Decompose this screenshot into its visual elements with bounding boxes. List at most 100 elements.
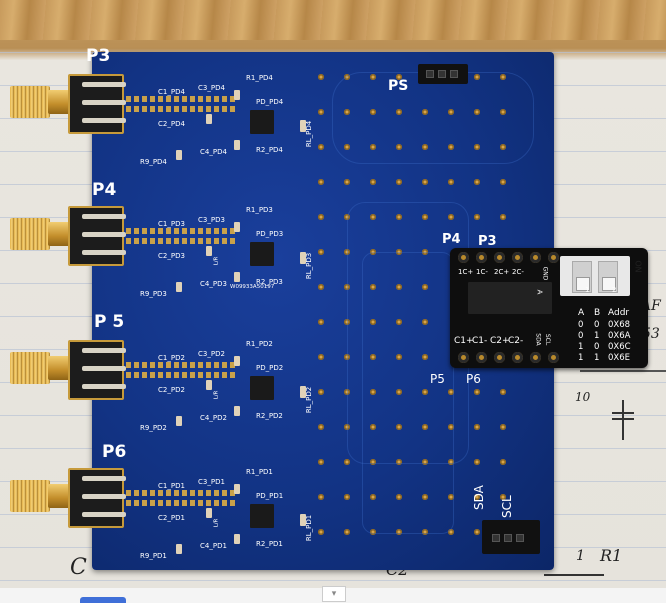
paper-note: R1 <box>600 546 623 565</box>
silkscreen-c1-label: C1_PD1 <box>158 482 185 490</box>
header-p3-label: P3 <box>478 234 497 249</box>
silkscreen-r1-label: R1_PD3 <box>246 206 273 214</box>
addr-table-cell: 0X6E <box>608 353 631 363</box>
silkscreen-r9-label: R9_PD1 <box>140 552 167 560</box>
addr-table-header: Addr <box>608 308 630 318</box>
smd-component <box>234 406 240 416</box>
smd-component <box>176 150 182 160</box>
silkscreen-rl-label: RL_PD3 <box>305 252 314 280</box>
adc-breakout-module <box>450 248 648 368</box>
silkscreen-rl-label: RL_PD1 <box>305 514 314 542</box>
silkscreen-r2-label: R2_PD1 <box>256 540 283 548</box>
via-hole <box>370 284 376 290</box>
port-label-p4: P4 <box>92 180 117 200</box>
via-hole <box>344 319 350 325</box>
addr-table-header: A <box>578 308 585 318</box>
via-hole <box>396 144 402 150</box>
via-hole <box>500 179 506 185</box>
dip-on-label: ON <box>633 260 643 273</box>
addr-table-cell: 0X6A <box>608 331 631 341</box>
via-hole <box>396 529 402 535</box>
sma-connector[interactable] <box>6 202 126 272</box>
via-hole <box>500 74 506 80</box>
via-hole <box>344 459 350 465</box>
via-hole <box>500 389 506 395</box>
sma-connector[interactable] <box>6 464 126 534</box>
module-side-label: GND <box>541 266 549 281</box>
paper-sketch <box>544 574 604 576</box>
scl-label: SCL <box>500 495 514 518</box>
addr-table-cell: 0 <box>594 342 600 352</box>
module-bottom-pin: C2+ <box>490 336 510 346</box>
trace <box>362 252 454 534</box>
silkscreen-c1-label: C1_PD3 <box>158 220 185 228</box>
pad-row <box>126 490 236 496</box>
addr-table-header: B <box>594 308 601 318</box>
module-top-pin: 2C+ <box>494 268 510 276</box>
via-hole <box>318 249 324 255</box>
via-hole <box>370 319 376 325</box>
via-hole <box>474 529 480 535</box>
addr-table-cell: 1 <box>594 353 600 363</box>
via-hole <box>344 284 350 290</box>
via-hole <box>474 144 480 150</box>
addr-table-cell: 0 <box>578 331 584 341</box>
via-hole <box>344 494 350 500</box>
via-hole <box>370 354 376 360</box>
header-p4-label: P4 <box>442 232 461 247</box>
dip-number: 2 <box>612 286 617 294</box>
via-hole <box>422 459 428 465</box>
via-hole <box>500 109 506 115</box>
wood-table <box>0 0 666 40</box>
via-hole <box>318 494 324 500</box>
dip-switch[interactable] <box>560 256 630 296</box>
smd-component <box>234 356 240 366</box>
via-hole <box>422 179 428 185</box>
silkscreen-r1-label: R1_PD1 <box>246 468 273 476</box>
silkscreen-c2-label: C2_PD4 <box>158 120 185 128</box>
sma-connector[interactable] <box>6 336 126 406</box>
smd-component <box>176 416 182 426</box>
addr-table-cell: 0 <box>578 320 584 330</box>
smd-component <box>176 282 182 292</box>
photodiode-amp-chip <box>250 110 274 134</box>
via-hole <box>370 109 376 115</box>
module-side-label: A <box>535 289 544 295</box>
smd-component <box>234 534 240 544</box>
p6-label: P6 <box>466 372 481 386</box>
via-hole <box>344 389 350 395</box>
dip-switch-1[interactable] <box>572 261 592 293</box>
via-hole <box>474 459 480 465</box>
via-hole <box>422 284 428 290</box>
silkscreen-c3-label: C3_PD1 <box>198 478 225 486</box>
chevron-down-icon[interactable]: ▾ <box>322 586 346 602</box>
via-hole <box>318 354 324 360</box>
smd-component <box>300 252 306 264</box>
smd-component <box>234 140 240 150</box>
silkscreen-c4-label: C4_PD2 <box>200 414 227 422</box>
via-hole <box>370 389 376 395</box>
silkscreen-r1-label: R1_PD2 <box>246 340 273 348</box>
module-right-label: SCL <box>544 333 552 346</box>
silkscreen-c3-label: C3_PD4 <box>198 84 225 92</box>
via-hole <box>370 144 376 150</box>
silkscreen-c2-label: C2_PD1 <box>158 514 185 522</box>
pad-row <box>126 96 236 102</box>
i2c-header <box>482 520 540 554</box>
paper-sketch <box>612 418 634 420</box>
via-hole <box>500 144 506 150</box>
ps-header <box>418 64 468 84</box>
dip-switch-2[interactable] <box>598 261 618 293</box>
trace <box>332 72 534 164</box>
silkscreen-r9-label: R9_PD4 <box>140 158 167 166</box>
smd-component <box>234 222 240 232</box>
silkscreen-pd-label: PD_PD1 <box>256 492 284 500</box>
viewer-tab-indicator[interactable] <box>80 597 126 603</box>
smd-component <box>234 484 240 494</box>
sma-connector[interactable] <box>6 70 126 140</box>
addr-table-cell: 1 <box>578 353 584 363</box>
paper-sketch <box>580 370 666 372</box>
via-hole <box>318 389 324 395</box>
port-label-p3: P3 <box>86 46 111 66</box>
silkscreen-c3-label: C3_PD3 <box>198 216 225 224</box>
